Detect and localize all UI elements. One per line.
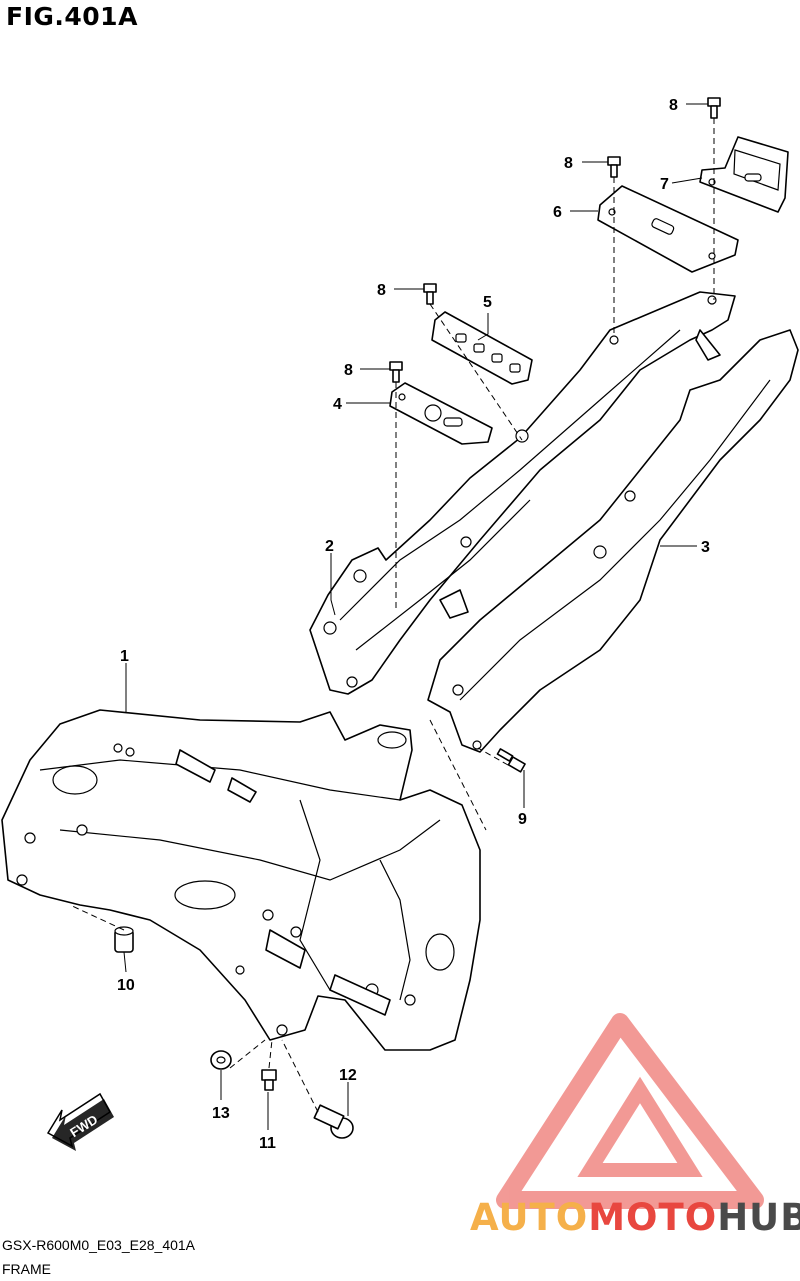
part-3-seat-rail-right: [427, 329, 799, 753]
bolt-8-top: [707, 97, 721, 119]
diagram-code: GSX-R600M0_E03_E28_401A: [2, 1237, 196, 1253]
bolt-12: [313, 1104, 354, 1139]
bolt-11: [261, 1069, 277, 1091]
bolt-8-plate5: [423, 283, 437, 305]
watermark-text: AUTOMOTOHUB: [470, 1196, 800, 1239]
watermark-hub: HUB: [717, 1196, 800, 1239]
callout-9: 9: [518, 811, 527, 828]
installation-lines: [69, 118, 715, 1113]
part-7-bracket: [699, 136, 789, 213]
callout-6: 6: [553, 204, 562, 221]
callout-12: 12: [339, 1067, 357, 1084]
watermark-logo-icon: [496, 1013, 764, 1209]
callout-2: 2: [325, 538, 334, 555]
callout-8c: 8: [377, 282, 386, 299]
collar-10: [114, 926, 134, 953]
callout-7: 7: [660, 176, 669, 193]
part-6-plate: [597, 185, 739, 273]
part-5-plate: [431, 311, 533, 385]
diagram-name: FRAME: [2, 1261, 51, 1277]
callout-3: 3: [701, 539, 710, 556]
fwd-arrow-icon: FWD: [46, 1092, 114, 1151]
callout-8b: 8: [564, 155, 573, 172]
leader-lines: [123, 103, 708, 1130]
callout-10: 10: [117, 977, 135, 994]
callout-5: 5: [483, 294, 492, 311]
watermark-auto: AUTO: [470, 1196, 589, 1239]
figure-title: FIG.401A: [6, 2, 138, 31]
callout-8a: 8: [669, 97, 678, 114]
part-1-main-frame: [1, 709, 481, 1051]
bolt-9: [496, 748, 526, 773]
callout-1: 1: [120, 648, 129, 665]
bolt-8-plate4: [389, 361, 403, 383]
callout-13: 13: [212, 1105, 230, 1122]
part-2-seat-rail-left: [309, 291, 736, 695]
bolt-8-mid: [607, 156, 621, 178]
callout-8d: 8: [344, 362, 353, 379]
nut-13: [210, 1050, 232, 1070]
watermark-moto: MOTO: [588, 1196, 718, 1239]
callout-4: 4: [333, 396, 342, 413]
callout-11: 11: [259, 1135, 276, 1152]
part-4-plate: [389, 382, 493, 445]
